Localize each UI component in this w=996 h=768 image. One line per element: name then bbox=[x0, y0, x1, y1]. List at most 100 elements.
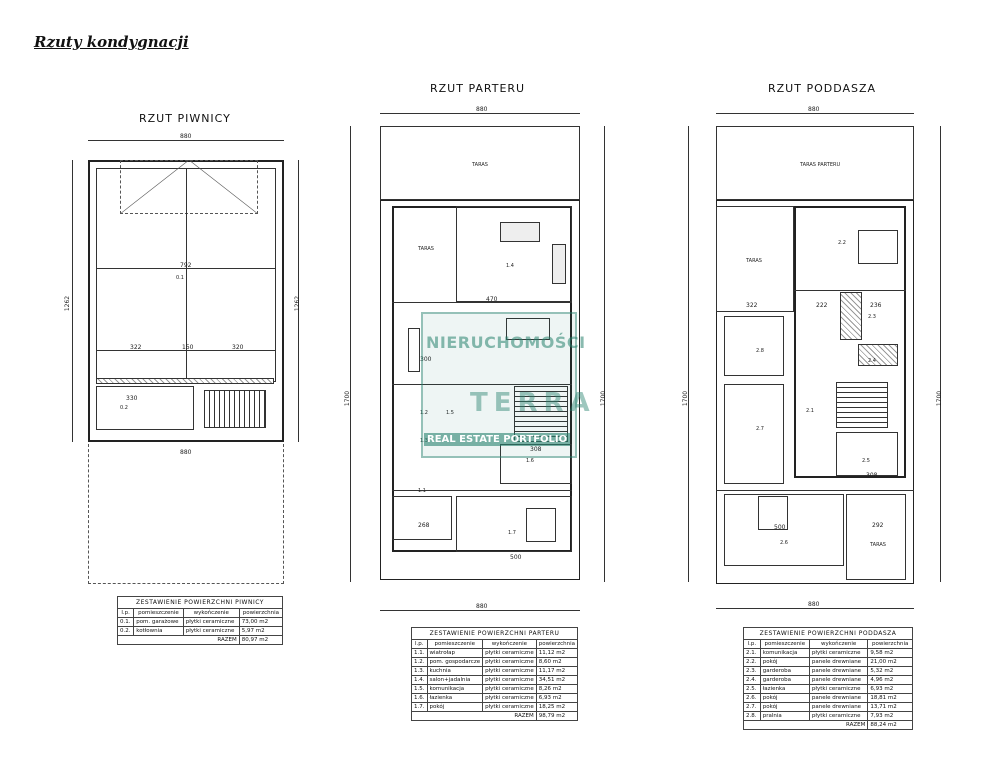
table-cell: 5,97 m2 bbox=[238, 626, 284, 636]
table-cell: 5,32 m2 bbox=[867, 666, 913, 676]
total-value: 98,79 m2 bbox=[535, 711, 579, 721]
room-label-2-3: 2.3 bbox=[868, 314, 876, 320]
watermark-text: NIERUCHOMOŚCI bbox=[426, 333, 586, 352]
table-header: pomieszczenie bbox=[759, 639, 810, 649]
table-cell: panele drewniane bbox=[808, 666, 869, 676]
table-cell: 1.7. bbox=[411, 702, 428, 712]
dim-320: 320 bbox=[232, 344, 244, 351]
terrace-label: TARAS bbox=[472, 162, 488, 168]
dim-side-right: 1700 bbox=[600, 390, 608, 407]
table-cell: garderoba bbox=[759, 675, 810, 685]
table-title: ZESTAWIENIE POWIERZCHNI PARTERU bbox=[411, 627, 579, 639]
plan-title-basement: RZUT PIWNICY bbox=[139, 112, 231, 125]
table-cell: 8,60 m2 bbox=[535, 657, 579, 667]
dim-side-right: 1700 bbox=[936, 390, 944, 407]
bed-icon bbox=[526, 508, 556, 542]
room-label-1-1: 1.1 bbox=[418, 488, 426, 494]
page-title: Rzuty kondygnacji bbox=[34, 33, 189, 51]
dim-top: 880 bbox=[476, 106, 488, 113]
table-cell: 18,81 m2 bbox=[867, 693, 913, 703]
dim-side-left: 1700 bbox=[344, 390, 352, 407]
living-room bbox=[456, 206, 572, 302]
table-cell: płytki ceramiczne bbox=[808, 711, 869, 721]
table-cell: 4,96 m2 bbox=[867, 675, 913, 685]
dim-bottom: 880 bbox=[808, 601, 820, 608]
terrace-top bbox=[716, 126, 914, 200]
table-cell: kotłownia bbox=[133, 626, 184, 636]
terrace-left bbox=[716, 206, 794, 312]
area-table-attic: ZESTAWIENIE POWIERZCHNI PODDASZA l.p. po… bbox=[742, 627, 913, 730]
kitchen-counter bbox=[408, 328, 420, 372]
total-label: RAZEM bbox=[117, 635, 240, 645]
table-cell: pom. gospodarcze bbox=[426, 657, 484, 667]
dimension-line bbox=[350, 126, 351, 582]
room-label-1-2: 1.2 bbox=[420, 410, 428, 416]
watermark-logo: TERRA bbox=[470, 388, 596, 418]
dimension-line bbox=[96, 350, 276, 351]
table-cell: 0.1. bbox=[116, 617, 135, 627]
wardrobe bbox=[840, 292, 862, 340]
table-cell: panele drewniane bbox=[808, 702, 869, 712]
table-cell: wiatrołap bbox=[426, 648, 484, 658]
table-cell: płytki ceramiczne bbox=[482, 648, 537, 658]
dim-bottom: 880 bbox=[180, 449, 192, 456]
table-cell: pokój bbox=[426, 702, 484, 712]
attic-outer-frame bbox=[716, 200, 914, 584]
dim-330: 330 bbox=[126, 395, 138, 402]
table-cell: 34,51 m2 bbox=[535, 675, 579, 685]
attic-inner-wall bbox=[794, 206, 906, 478]
table-cell: płytki ceramiczne bbox=[482, 693, 537, 703]
table-cell: płytki ceramiczne bbox=[482, 675, 537, 685]
dimension-line bbox=[688, 126, 689, 582]
table-cell: płytki ceramiczne bbox=[808, 684, 869, 694]
terrace-right bbox=[846, 494, 906, 580]
table-cell: salon+jadalnia bbox=[426, 675, 484, 685]
table-cell: 9,58 m2 bbox=[867, 648, 913, 658]
divider bbox=[186, 168, 187, 382]
ground-outer-frame bbox=[380, 200, 580, 580]
dim-side-left: 1262 bbox=[64, 295, 72, 312]
table-cell: płytki ceramiczne bbox=[482, 666, 537, 676]
room-label-1-6: 1.6 bbox=[526, 458, 534, 464]
table-header: pomieszczenie bbox=[426, 639, 484, 649]
table-cell: pokój bbox=[759, 693, 810, 703]
total-label: RAZEM bbox=[742, 720, 869, 730]
dimension-line bbox=[940, 126, 941, 582]
terrace-outline bbox=[88, 444, 284, 584]
table-header: powierzchnia bbox=[238, 608, 284, 618]
wardrobe bbox=[858, 344, 898, 366]
room-label-2-4: 2.4 bbox=[868, 358, 876, 364]
table-cell: płytki ceramiczne bbox=[482, 657, 537, 667]
room-label-2-5: 2.5 bbox=[862, 458, 870, 464]
terrace-label: TARAS bbox=[418, 246, 434, 252]
dimension-line bbox=[72, 160, 73, 442]
table-cell: panele drewniane bbox=[808, 693, 869, 703]
table-title: ZESTAWIENIE POWIERZCHNI PODDASZA bbox=[743, 627, 913, 639]
bed-icon bbox=[858, 230, 898, 264]
table-header: wykończenie bbox=[182, 608, 240, 618]
dim-222: 222 bbox=[816, 302, 828, 309]
total-value: 88,24 m2 bbox=[867, 720, 913, 730]
table-cell: 0.2. bbox=[116, 626, 135, 636]
wall-section bbox=[96, 378, 274, 384]
dim-top: 880 bbox=[808, 106, 820, 113]
table-cell: płytki ceramiczne bbox=[482, 684, 537, 694]
sofa-icon bbox=[500, 222, 540, 242]
area-table-basement: ZESTAWIENIE POWIERZCHNI PIWNICY l.p. pom… bbox=[116, 596, 284, 645]
room-label-2-7: 2.7 bbox=[756, 426, 764, 432]
table-cell: 2.6. bbox=[743, 693, 761, 703]
terrace-label: TARAS PARTERU bbox=[800, 162, 841, 168]
table-cell: 2.3. bbox=[743, 666, 761, 676]
divider bbox=[392, 302, 572, 303]
table-cell: 2.8. bbox=[743, 711, 761, 721]
plan-title-attic: RZUT PODDASZA bbox=[768, 82, 877, 95]
dimension-line bbox=[380, 610, 580, 611]
